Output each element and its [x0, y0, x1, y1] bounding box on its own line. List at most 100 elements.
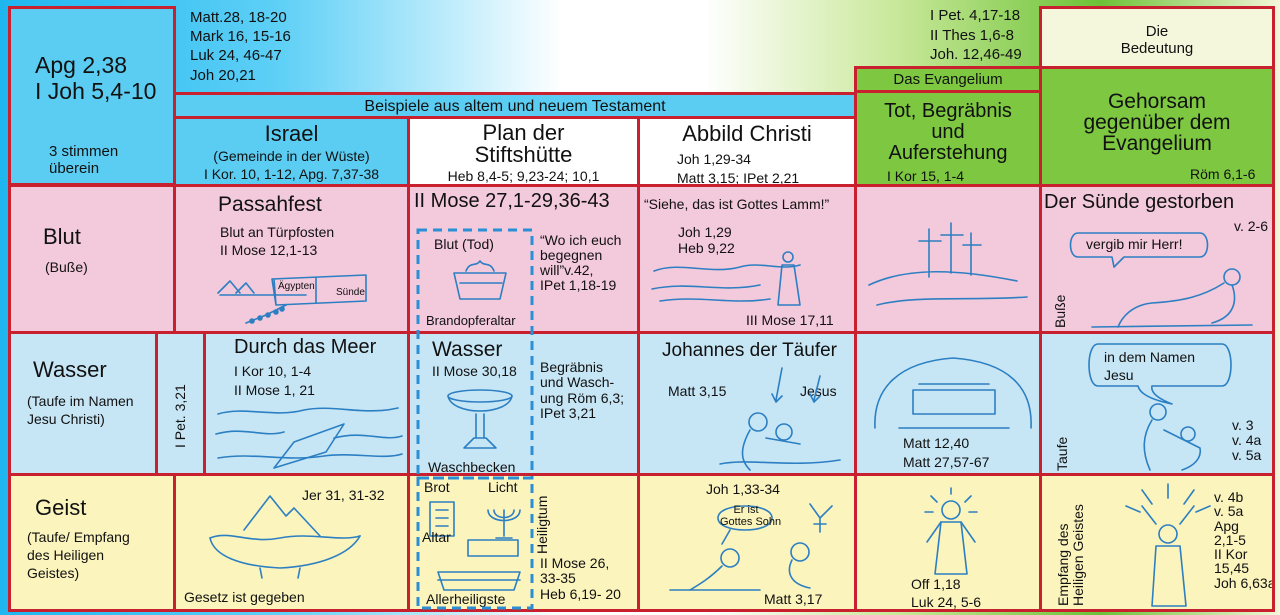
gehorsam-title: Gehorsam gegenüber dem Evangelium [1083, 90, 1231, 155]
intro-box: Apg 2,38 I Joh 5,4-10 3 stimmen überein [8, 6, 176, 186]
blut-label-cell: Blut (Buße) [8, 184, 176, 334]
dove-baptism-sketch [669, 503, 833, 591]
israel-subtitle: (Gemeinde in der Wüste) [213, 148, 370, 164]
intro-references: Apg 2,38 I Joh 5,4-10 [35, 52, 157, 104]
kreuz-cell [854, 184, 1042, 334]
passah-cell: Passahfest Blut an Türpfosten II Mose 12… [173, 184, 410, 334]
namen-text: in dem Namen Jesu [1104, 349, 1196, 384]
allerheiligste-label: Allerheiligste [426, 591, 506, 607]
altar-label: Altar [422, 529, 451, 545]
bedeutung-heading: Die Bedeutung [1120, 23, 1194, 57]
israel-reference: I Kor. 10, 1-12, Apg. 7,37-38 [203, 166, 380, 182]
gesetz-text: Gesetz ist gegeben [184, 589, 305, 605]
suende-gestorben-cell: Der Sünde gestorben v. 2-6 vergib mir He… [1039, 184, 1275, 334]
jer-reference: Jer 31, 31-32 [302, 487, 385, 503]
evangelium-heading: Das Evangelium [893, 71, 1003, 88]
jesus-label: Jesus [800, 383, 837, 399]
suende-gestorben-title: Der Sünde gestorben [1044, 191, 1235, 213]
gehorsam-reference: Röm 6,1-6 [1190, 166, 1256, 182]
blut-label: Blut [43, 224, 81, 249]
raised-hands-sketch [1125, 483, 1211, 607]
brandopfer-label: Brandopferaltar [426, 313, 516, 328]
waschbecken-cell: Wasser II Mose 30,18 Waschbecken Begräbn… [407, 331, 640, 476]
header-gehorsam: Gehorsam gegenüber dem Evangelium Röm 6,… [1039, 66, 1275, 187]
speech-bubble-busse [1069, 232, 1209, 268]
meer-references: I Kor 10, 1-4 II Mose 1, 21 [234, 363, 315, 398]
passah-text: Blut an Türpfosten II Mose 12,1-13 [220, 224, 335, 259]
tot-title: Tot, Begräbnis und Auferstehung [884, 100, 1012, 164]
v-2-6-reference: v. 2-6 [1234, 218, 1268, 234]
abbild-references: Joh 1,29-34 Matt 3,15; IPet 2,21 [677, 151, 800, 186]
tot-reference: I Kor 15, 1-4 [887, 168, 965, 184]
passah-title: Passahfest [218, 193, 322, 216]
header-tot: Tot, Begräbnis und Auferstehung I Kor 15… [854, 90, 1042, 187]
aegypten-label: Ägypten [278, 281, 315, 292]
bedeutung-box: Die Bedeutung [1039, 6, 1275, 69]
begraebnis-text: Begräbnis und Wasch- ung Röm 6,3; IPet 3… [540, 359, 625, 422]
gesetz-cell: Jer 31, 31-32 Gesetz ist gegeben [173, 473, 410, 612]
joh-1-33-reference: Joh 1,33-34 [706, 481, 780, 497]
risen-christ-sketch [924, 487, 978, 575]
vergib-text: vergib mir Herr! [1086, 236, 1183, 252]
brot-label: Brot [424, 479, 450, 495]
crosses-sketch [868, 222, 1028, 306]
grab-cell: Matt 12,40 Matt 27,57-67 [854, 331, 1042, 476]
header-abbild: Abbild Christi Joh 1,29-34 Matt 3,15; IP… [637, 116, 857, 187]
off-luk-references: Off 1,18 Luk 24, 5-6 [911, 576, 982, 610]
blut-sublabel: (Buße) [45, 259, 88, 275]
waschbecken-label: Waschbecken [428, 459, 516, 475]
taeufer-title: Johannes der Täufer [662, 340, 837, 361]
praying-figure-sketch [1091, 268, 1253, 328]
matt-12-27-references: Matt 12,40 Matt 27,57-67 [903, 435, 990, 470]
meer-cell: Durch das Meer I Kor 10, 1-4 II Mose 1, … [203, 331, 410, 476]
wasser-sublabel: (Taufe im Namen Jesu Christi) [27, 393, 134, 428]
stiftshuette-title: Plan der Stiftshütte [474, 120, 573, 167]
matt-3-15-label: Matt 3,15 [668, 383, 727, 399]
suende-label: Sünde [336, 287, 365, 298]
lamm-references: Joh 1,29 Heb 9,22 [678, 224, 735, 256]
sea-sketch [215, 407, 403, 469]
gospel-references-right: I Pet. 4,17-18 II Thes 1,6-8 Joh. 12,46-… [930, 7, 1022, 63]
gospel-references-left: Matt.28, 18-20 Mark 16, 15-16 Luk 24, 46… [190, 9, 291, 84]
speech-bubble-taufe [1088, 343, 1232, 405]
header-stiftshuette: Plan der Stiftshütte Heb 8,4-5; 9,23-24;… [407, 116, 640, 187]
brandopfer-cell: II Mose 27,1-29,36-43 Blut (Tod) Brandop… [407, 184, 640, 334]
lamm-sketch [651, 251, 801, 306]
mose-17-reference: III Mose 17,11 [746, 312, 834, 328]
gottes-sohn-cell: Joh 1,33-34 Er ist Gottes Sohn Matt 3,17 [637, 473, 857, 612]
matt-3-17-reference: Matt 3,17 [764, 591, 823, 607]
geist-label: Geist [35, 495, 87, 520]
stiftshuette-reference: Heb 8,4-5; 9,23-24; 10,1 [447, 168, 600, 184]
blut-tod-label: Blut (Tod) [434, 236, 494, 252]
baptism-sketch [719, 367, 841, 471]
wasser-label: Wasser [33, 357, 107, 382]
v-3-references: v. 3 v. 4a v. 5a [1232, 417, 1262, 464]
lamm-quote: “Siehe, das ist Gottes Lamm!” [644, 196, 830, 212]
empfang-cell: Empfang des Heiligen Geistes v. 4b v. 5a… [1039, 473, 1275, 612]
three-agree-text: 3 stimmen überein [49, 143, 119, 177]
wasser-label-cell: Wasser (Taufe im Namen Jesu Christi) [8, 331, 158, 476]
mose-26-references: II Mose 26, 33-35 Heb 6,19- 20 [540, 555, 621, 602]
abbild-title: Abbild Christi [682, 121, 812, 146]
geist-label-cell: Geist (Taufe/ Empfang des Heiligen Geist… [8, 473, 176, 612]
lamm-cell: “Siehe, das ist Gottes Lamm!” Joh 1,29 H… [637, 184, 857, 334]
sinai-sketch [209, 495, 361, 579]
pet-cell: I Pet. 3,21 [155, 331, 206, 476]
wasser-stiftshuette-ref: II Mose 30,18 [432, 363, 517, 379]
meer-title: Durch das Meer [234, 336, 377, 358]
geist-sublabel: (Taufe/ Empfang des Heiligen Geistes) [27, 529, 130, 582]
baptism-figures-sketch [1143, 403, 1202, 471]
begegnen-quote: “Wo ich euch begegnen will”v.42, IPet 1,… [540, 232, 622, 294]
tomb-sketch [874, 357, 1032, 429]
mose-27-title: II Mose 27,1-29,36-43 [414, 190, 610, 212]
passah-sketch [217, 274, 367, 324]
wasser-stiftshuette-title: Wasser [432, 338, 503, 361]
v-4b-references: v. 4b v. 5a Apg 2,1-5 II Kor 15,45 Joh 6… [1214, 489, 1275, 591]
altar-sketch [453, 260, 507, 300]
israel-title: Israel [264, 121, 319, 146]
sanctuary-sketch [429, 501, 521, 591]
taeufer-cell: Johannes der Täufer Matt 3,15 Jesus [637, 331, 857, 476]
licht-label: Licht [488, 479, 518, 495]
